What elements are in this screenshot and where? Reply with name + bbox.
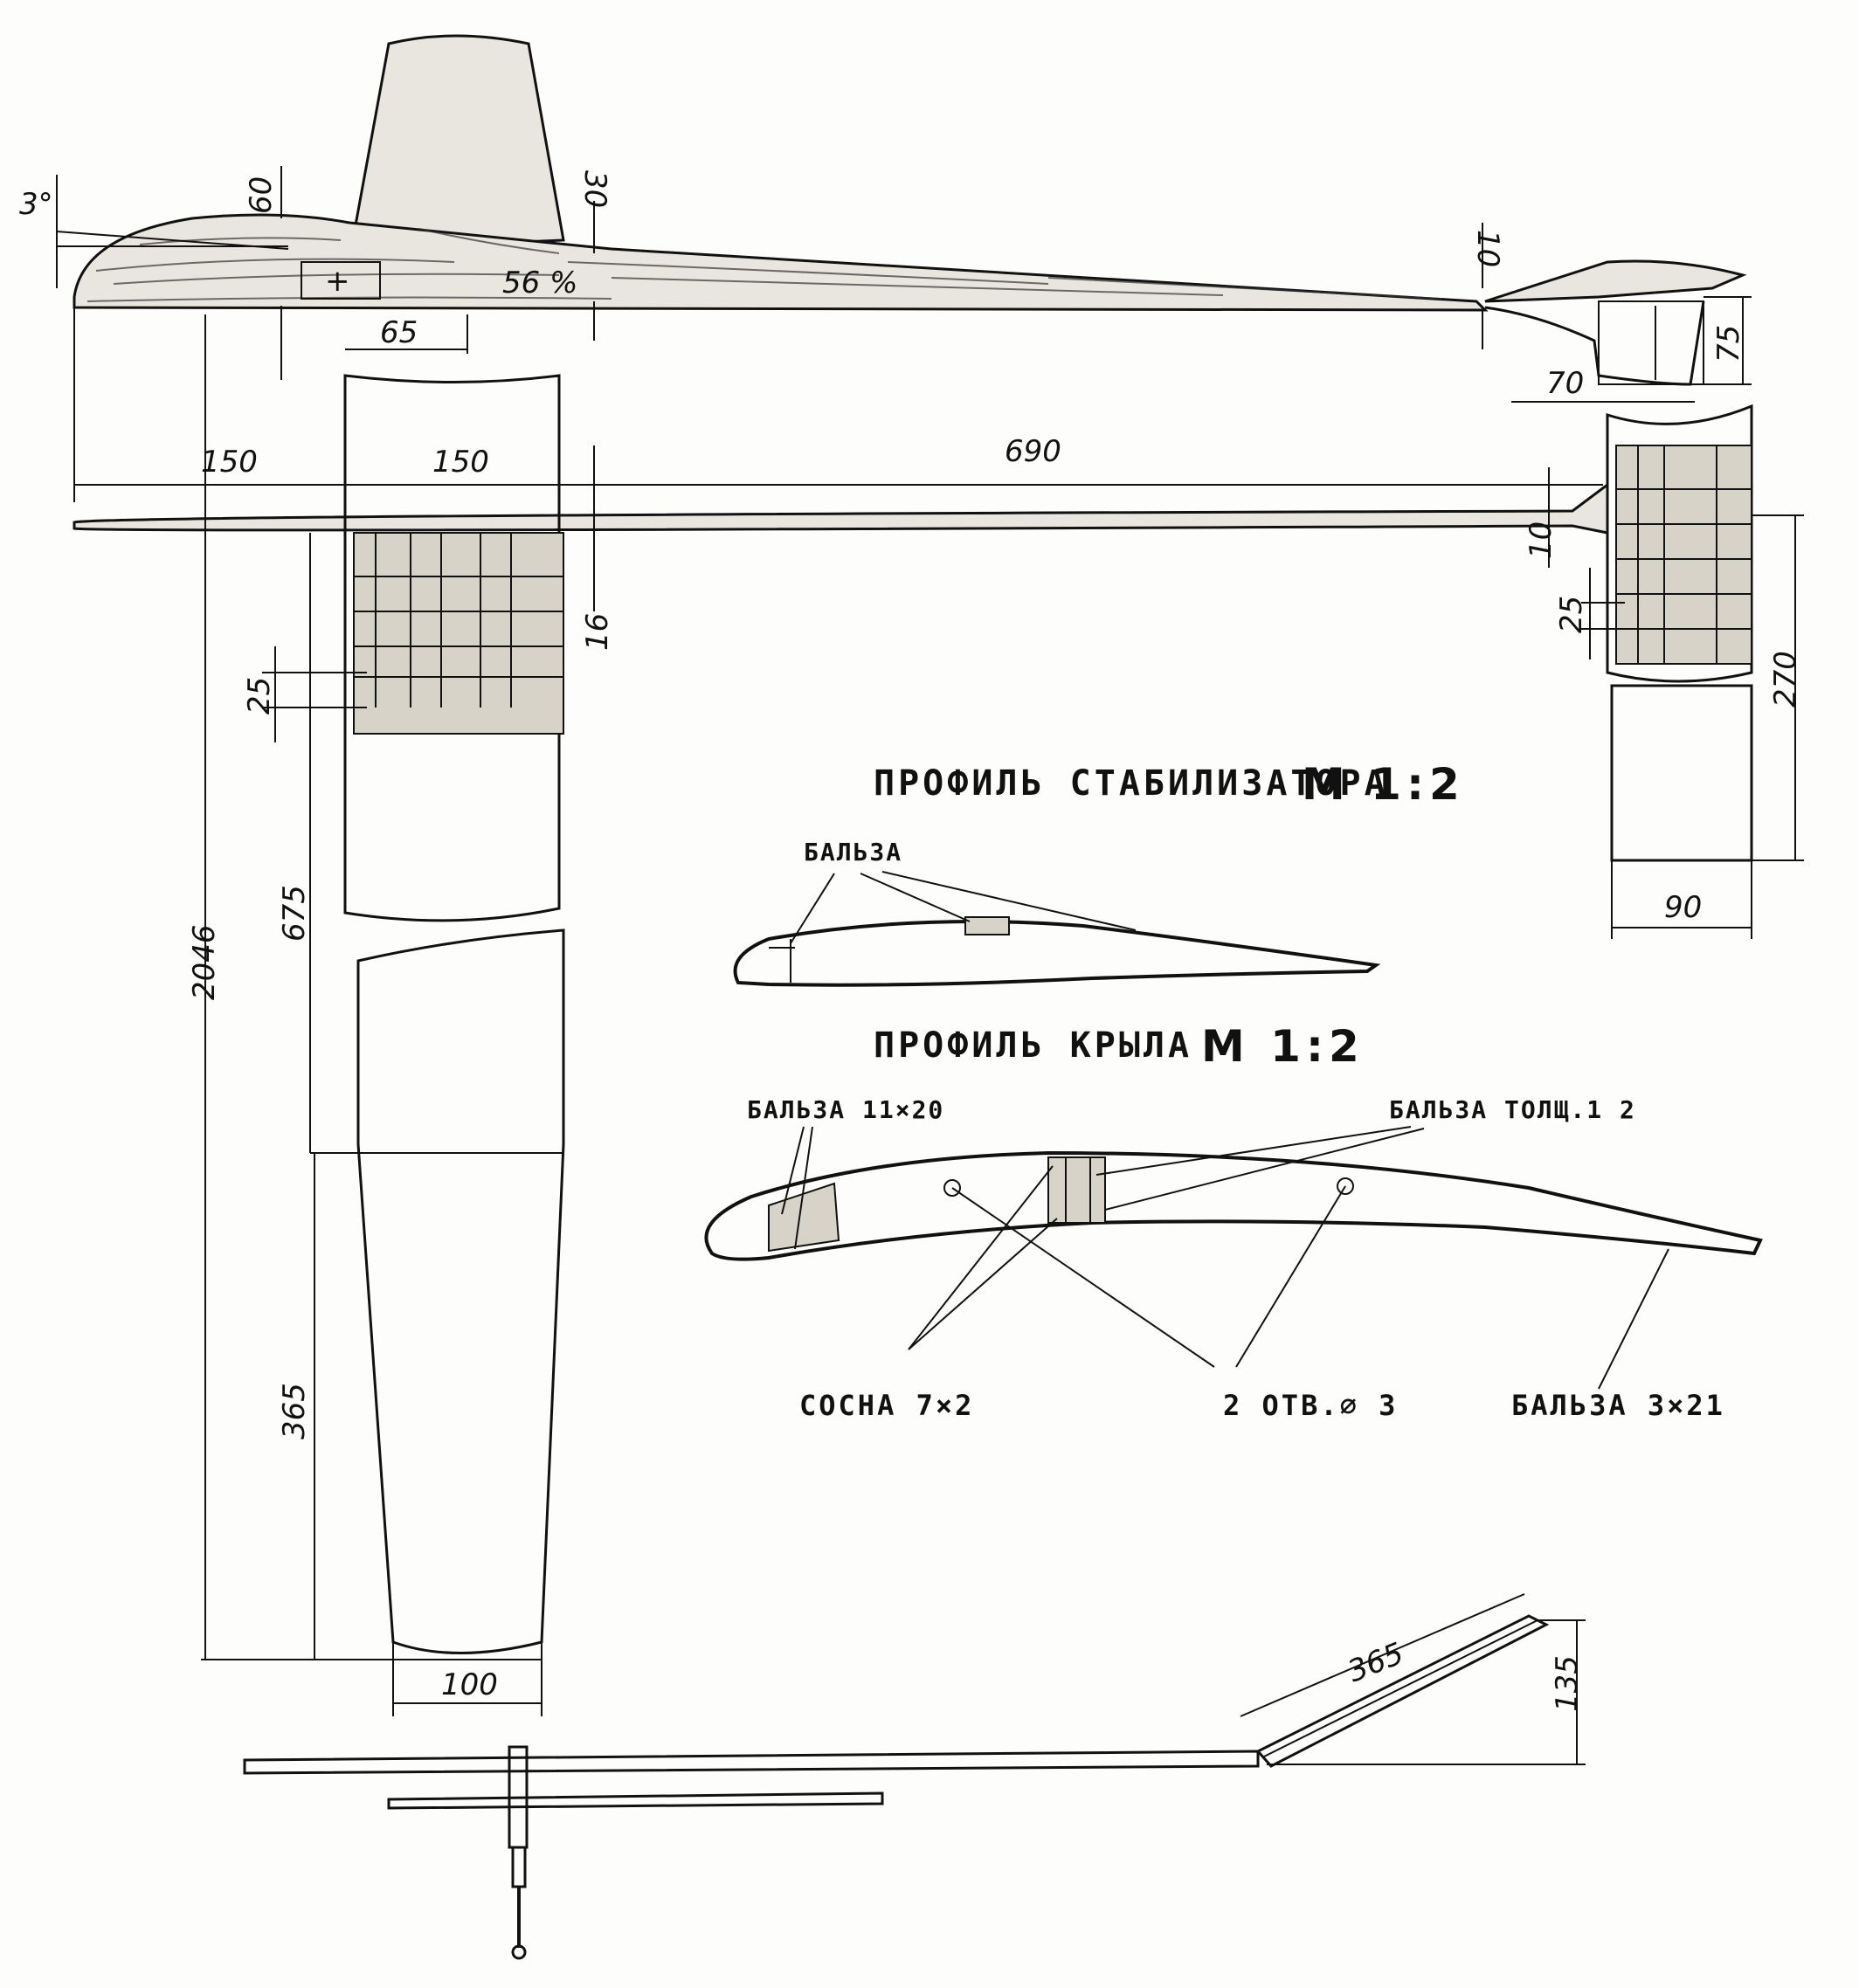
dim-365-wing-label: 365 [277,1383,312,1439]
ballast-mark: + [325,264,350,299]
dim-90-label: 90 [1664,890,1702,925]
dim-65: 65 [345,314,468,354]
tail-fin-lower [1484,300,1705,386]
stab-profile-scale: М 1:2 [1302,759,1465,810]
stab-balsa-label: БАЛЬЗА [804,838,902,866]
dim-75-label: 75 [1711,325,1746,362]
dim-16-label: 16 [580,613,615,651]
dim-56pct-label: 56 % [502,266,577,300]
fuselage-pod [73,213,1489,312]
dim-25-stab: 25 [1554,568,1625,659]
dim-30-label: 30 [577,170,612,208]
launcher-post [511,1846,527,1888]
dim-365-wing: 365 [277,1153,315,1660]
launcher-tip [511,1944,527,1960]
fin [349,34,565,251]
dim-3deg-label: 3° [19,187,53,222]
stab-ribs [1615,445,1752,665]
stab-mount [1484,259,1747,303]
wing-spar-box [1047,1156,1106,1224]
dim-690-label: 690 [1005,434,1061,469]
tail-boom-top [73,482,1609,535]
dim-100: 100 [392,1642,542,1716]
wing-holes-label: 2 ОТВ.⌀ 3 [1223,1389,1398,1422]
launcher-view [243,1614,1550,1960]
dim-135: 135 [1267,1619,1586,1765]
dim-10-stab-label: 10 [1524,521,1558,559]
dim-65-label: 65 [380,315,418,350]
wing-profile-shape [704,1150,1763,1261]
dim-10-stab: 10 [1524,467,1558,568]
dim-75: 75 [1704,296,1752,385]
wing-balsa-3x21-label: БАЛЬЗА 3×21 [1511,1389,1725,1422]
dim-3deg: 3° [19,175,289,288]
stab-profile-title: ПРОФИЛЬ СТАБИЛИЗАТОРА [874,763,1389,804]
dim-100-label: 100 [441,1667,498,1702]
wing-top-view [343,374,565,1654]
dim-2046: 2046 [187,314,542,1660]
launcher-rod [243,1750,1260,1775]
dim-90: 90 [1611,860,1752,939]
dim-60-label: 60 [244,176,279,214]
dim-675: 675 [277,533,358,1154]
wing-profile-section: ПРОФИЛЬ КРЫЛА М 1:2 БАЛЬЗА 11×20 БАЛЬЗА … [704,1021,1763,1422]
dim-70-label: 70 [1546,366,1584,401]
dim-25-wing: 25 [242,646,367,742]
wing-balsa-11x20-label: БАЛЬЗА 11×20 [747,1095,944,1124]
dim-2046-label: 2046 [187,924,222,1000]
dim-270: 270 [1752,514,1804,861]
stabilizer-top-view [1606,404,1753,862]
ballast-box [301,261,381,300]
dim-150-150-690: 150 150 690 [74,434,1603,524]
fuselage-side-view: + [73,34,1747,502]
wing-hole-rear [1337,1177,1354,1195]
wing-profile-title: ПРОФИЛЬ КРЫЛА [874,1025,1192,1066]
wing-leading-edge [768,1182,840,1253]
wing-balsa-thick-label: БАЛЬЗА ТОЛЩ.1 2 [1389,1095,1636,1124]
stab-profile-shape [733,920,1381,987]
dim-30: 30 [577,170,612,341]
dim-675-label: 675 [277,885,312,942]
wing-ribs [353,532,564,735]
dim-270-label: 270 [1768,651,1803,708]
stabilizer-profile-section: ПРОФИЛЬ СТАБИЛИЗАТОРА М 1:2 БАЛЬЗА [733,759,1465,987]
dim-135-label: 135 [1550,1655,1585,1712]
dim-10-top-label: 10 [1470,230,1505,267]
wing-pine-label: СОСНА 7×2 [799,1389,974,1422]
dim-60: 60 [244,166,282,380]
wing-hole-front [943,1179,961,1197]
dim-25-wing-label: 25 [242,677,277,714]
launcher-ramp [1255,1614,1550,1768]
dim-150-right-label: 150 [432,445,489,480]
dim-25-stab-label: 25 [1554,596,1589,633]
wood-grain [86,228,1442,302]
rudder-block [1598,300,1704,385]
dim-150-left-label: 150 [201,445,258,480]
launcher-lower-rod [387,1791,884,1810]
dim-16: 16 [580,524,615,651]
wing-profile-scale: М 1:2 [1201,1021,1365,1072]
stab-spar [964,916,1010,935]
dim-10-top: 10 [1470,223,1505,349]
dim-70: 70 [1511,366,1695,403]
